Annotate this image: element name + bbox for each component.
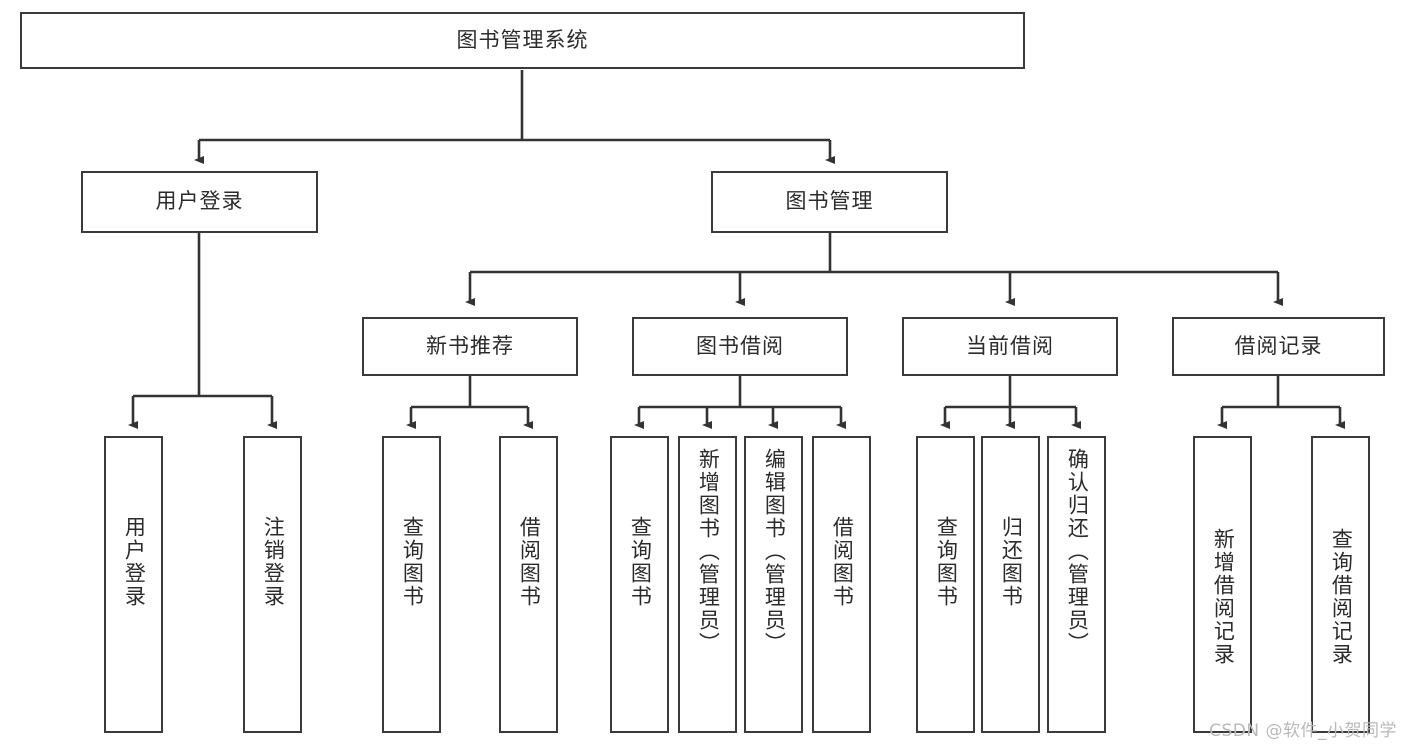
node-leaf-user-logout[interactable]: 注销登录 xyxy=(243,436,302,733)
node-new-book-rec[interactable]: 新书推荐 xyxy=(362,317,578,376)
node-leaf-query-book-2-label: 查询图书 xyxy=(628,516,653,608)
node-leaf-query-book-3-label: 查询图书 xyxy=(934,516,959,608)
node-book-borrow-label: 图书借阅 xyxy=(696,333,784,358)
node-leaf-return-book-label: 归还图书 xyxy=(999,516,1024,608)
node-root-label: 图书管理系统 xyxy=(456,27,589,52)
node-leaf-user-login-label: 用户登录 xyxy=(122,516,147,608)
node-current-borrow[interactable]: 当前借阅 xyxy=(902,317,1118,376)
node-leaf-add-record[interactable]: 新增借阅记录 xyxy=(1193,436,1252,733)
node-book-manage-label: 图书管理 xyxy=(785,189,874,214)
node-leaf-user-login[interactable]: 用户登录 xyxy=(104,436,163,733)
node-leaf-query-book-3[interactable]: 查询图书 xyxy=(916,436,975,733)
node-leaf-query-record-label: 查询借阅记录 xyxy=(1329,528,1354,666)
node-leaf-borrow-book-1-label: 借阅图书 xyxy=(517,516,542,608)
node-leaf-add-book-label: 新增图书（管理员） xyxy=(696,448,721,655)
node-leaf-query-book-1-label: 查询图书 xyxy=(400,516,425,608)
watermark-text: CSDN @软件_小贺同学 xyxy=(1209,721,1397,741)
node-leaf-edit-book-label: 编辑图书（管理员） xyxy=(762,448,787,655)
node-borrow-record-label: 借阅记录 xyxy=(1234,333,1323,358)
node-user-login-label: 用户登录 xyxy=(155,189,244,214)
node-user-login[interactable]: 用户登录 xyxy=(81,171,318,233)
node-borrow-record[interactable]: 借阅记录 xyxy=(1172,317,1385,376)
node-root[interactable]: 图书管理系统 xyxy=(20,12,1025,69)
node-leaf-borrow-book-2-label: 借阅图书 xyxy=(830,516,855,608)
node-leaf-confirm-return[interactable]: 确认归还（管理员） xyxy=(1047,436,1106,733)
node-leaf-borrow-book-1[interactable]: 借阅图书 xyxy=(499,436,558,733)
node-leaf-edit-book[interactable]: 编辑图书（管理员） xyxy=(744,436,803,733)
node-leaf-confirm-return-label: 确认归还（管理员） xyxy=(1065,448,1090,655)
node-leaf-borrow-book-2[interactable]: 借阅图书 xyxy=(812,436,871,733)
node-book-borrow[interactable]: 图书借阅 xyxy=(632,317,848,376)
node-book-manage[interactable]: 图书管理 xyxy=(711,171,948,233)
node-leaf-add-record-label: 新增借阅记录 xyxy=(1211,528,1236,666)
node-leaf-user-logout-label: 注销登录 xyxy=(261,516,286,608)
node-leaf-query-book-1[interactable]: 查询图书 xyxy=(382,436,441,733)
node-leaf-add-book[interactable]: 新增图书（管理员） xyxy=(678,436,737,733)
node-leaf-return-book[interactable]: 归还图书 xyxy=(981,436,1040,733)
node-new-book-rec-label: 新书推荐 xyxy=(426,333,514,358)
node-leaf-query-record[interactable]: 查询借阅记录 xyxy=(1311,436,1370,733)
node-leaf-query-book-2[interactable]: 查询图书 xyxy=(610,436,669,733)
node-current-borrow-label: 当前借阅 xyxy=(966,333,1054,358)
